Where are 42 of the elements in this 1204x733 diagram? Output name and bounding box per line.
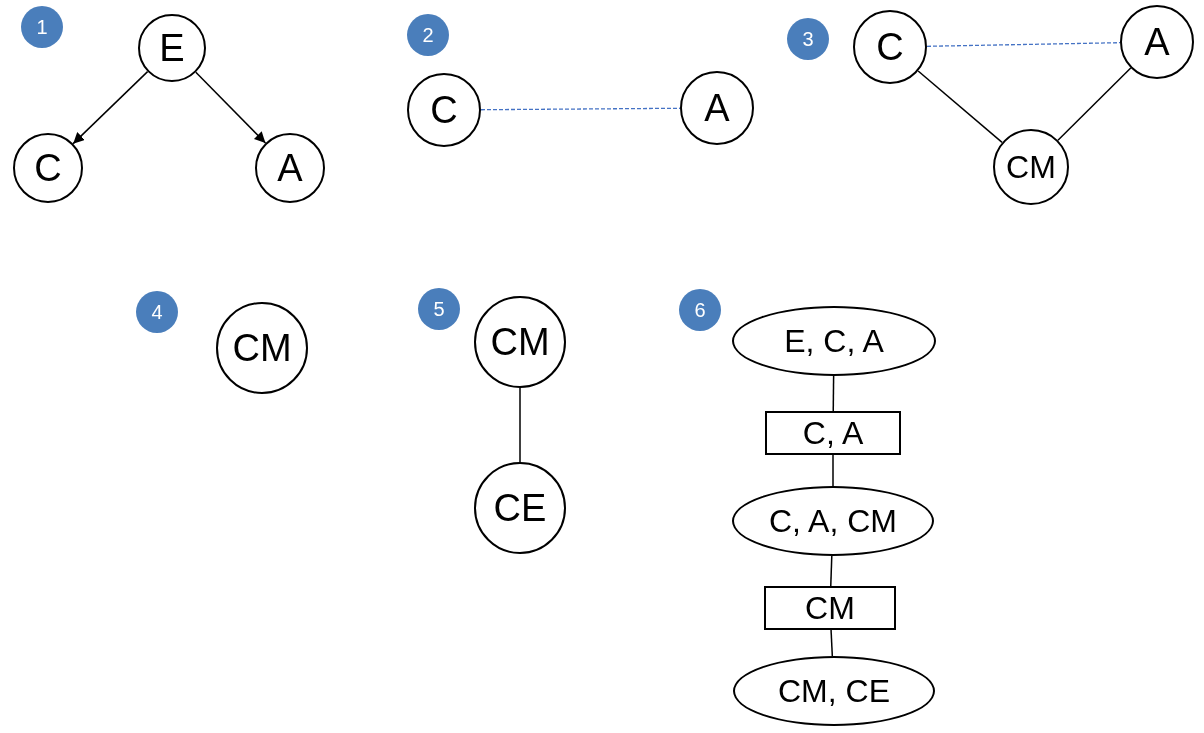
node-circle xyxy=(138,14,206,82)
node-label: 3 xyxy=(802,27,814,51)
separator-box xyxy=(764,586,896,630)
step-number-badge xyxy=(407,14,449,56)
node-label: CM xyxy=(232,326,292,370)
node-label: C, A, CM xyxy=(769,502,897,540)
connector-line xyxy=(830,555,833,587)
step-number-badge xyxy=(136,291,178,333)
node-label: CM xyxy=(1006,148,1056,186)
node-circle xyxy=(993,129,1069,205)
node-label: 6 xyxy=(694,298,706,322)
connector-line xyxy=(832,375,835,412)
node-label: C xyxy=(430,88,458,132)
node-label: A xyxy=(704,86,730,130)
separator-box xyxy=(765,411,901,455)
step-number-badge xyxy=(787,18,829,60)
node-label: C xyxy=(34,146,62,190)
node-label: C xyxy=(876,25,904,69)
node-label: A xyxy=(1144,20,1170,64)
node-label: CM, CE xyxy=(778,672,890,710)
arrow xyxy=(195,71,267,144)
node-label: E, C, A xyxy=(784,322,884,360)
node-label: 2 xyxy=(422,23,434,47)
step-number-badge xyxy=(21,6,63,48)
node-label: E xyxy=(159,26,185,70)
connector-line xyxy=(1057,67,1132,141)
connector-line xyxy=(917,70,1003,144)
node-label: CE xyxy=(493,486,547,530)
step-number-badge xyxy=(418,288,460,330)
node-label: CM xyxy=(805,589,855,627)
node-label: A xyxy=(277,146,303,190)
connector-line xyxy=(830,629,834,657)
node-label: CM xyxy=(490,320,550,364)
connector-line xyxy=(519,387,521,463)
node-label: 4 xyxy=(151,300,163,324)
node-label: 1 xyxy=(36,15,48,39)
step-number-badge xyxy=(679,289,721,331)
connector-line xyxy=(832,454,834,487)
dashed-connector xyxy=(926,42,1121,47)
arrow xyxy=(72,70,149,145)
node-label: 5 xyxy=(433,297,445,321)
node-label: C, A xyxy=(802,414,864,452)
